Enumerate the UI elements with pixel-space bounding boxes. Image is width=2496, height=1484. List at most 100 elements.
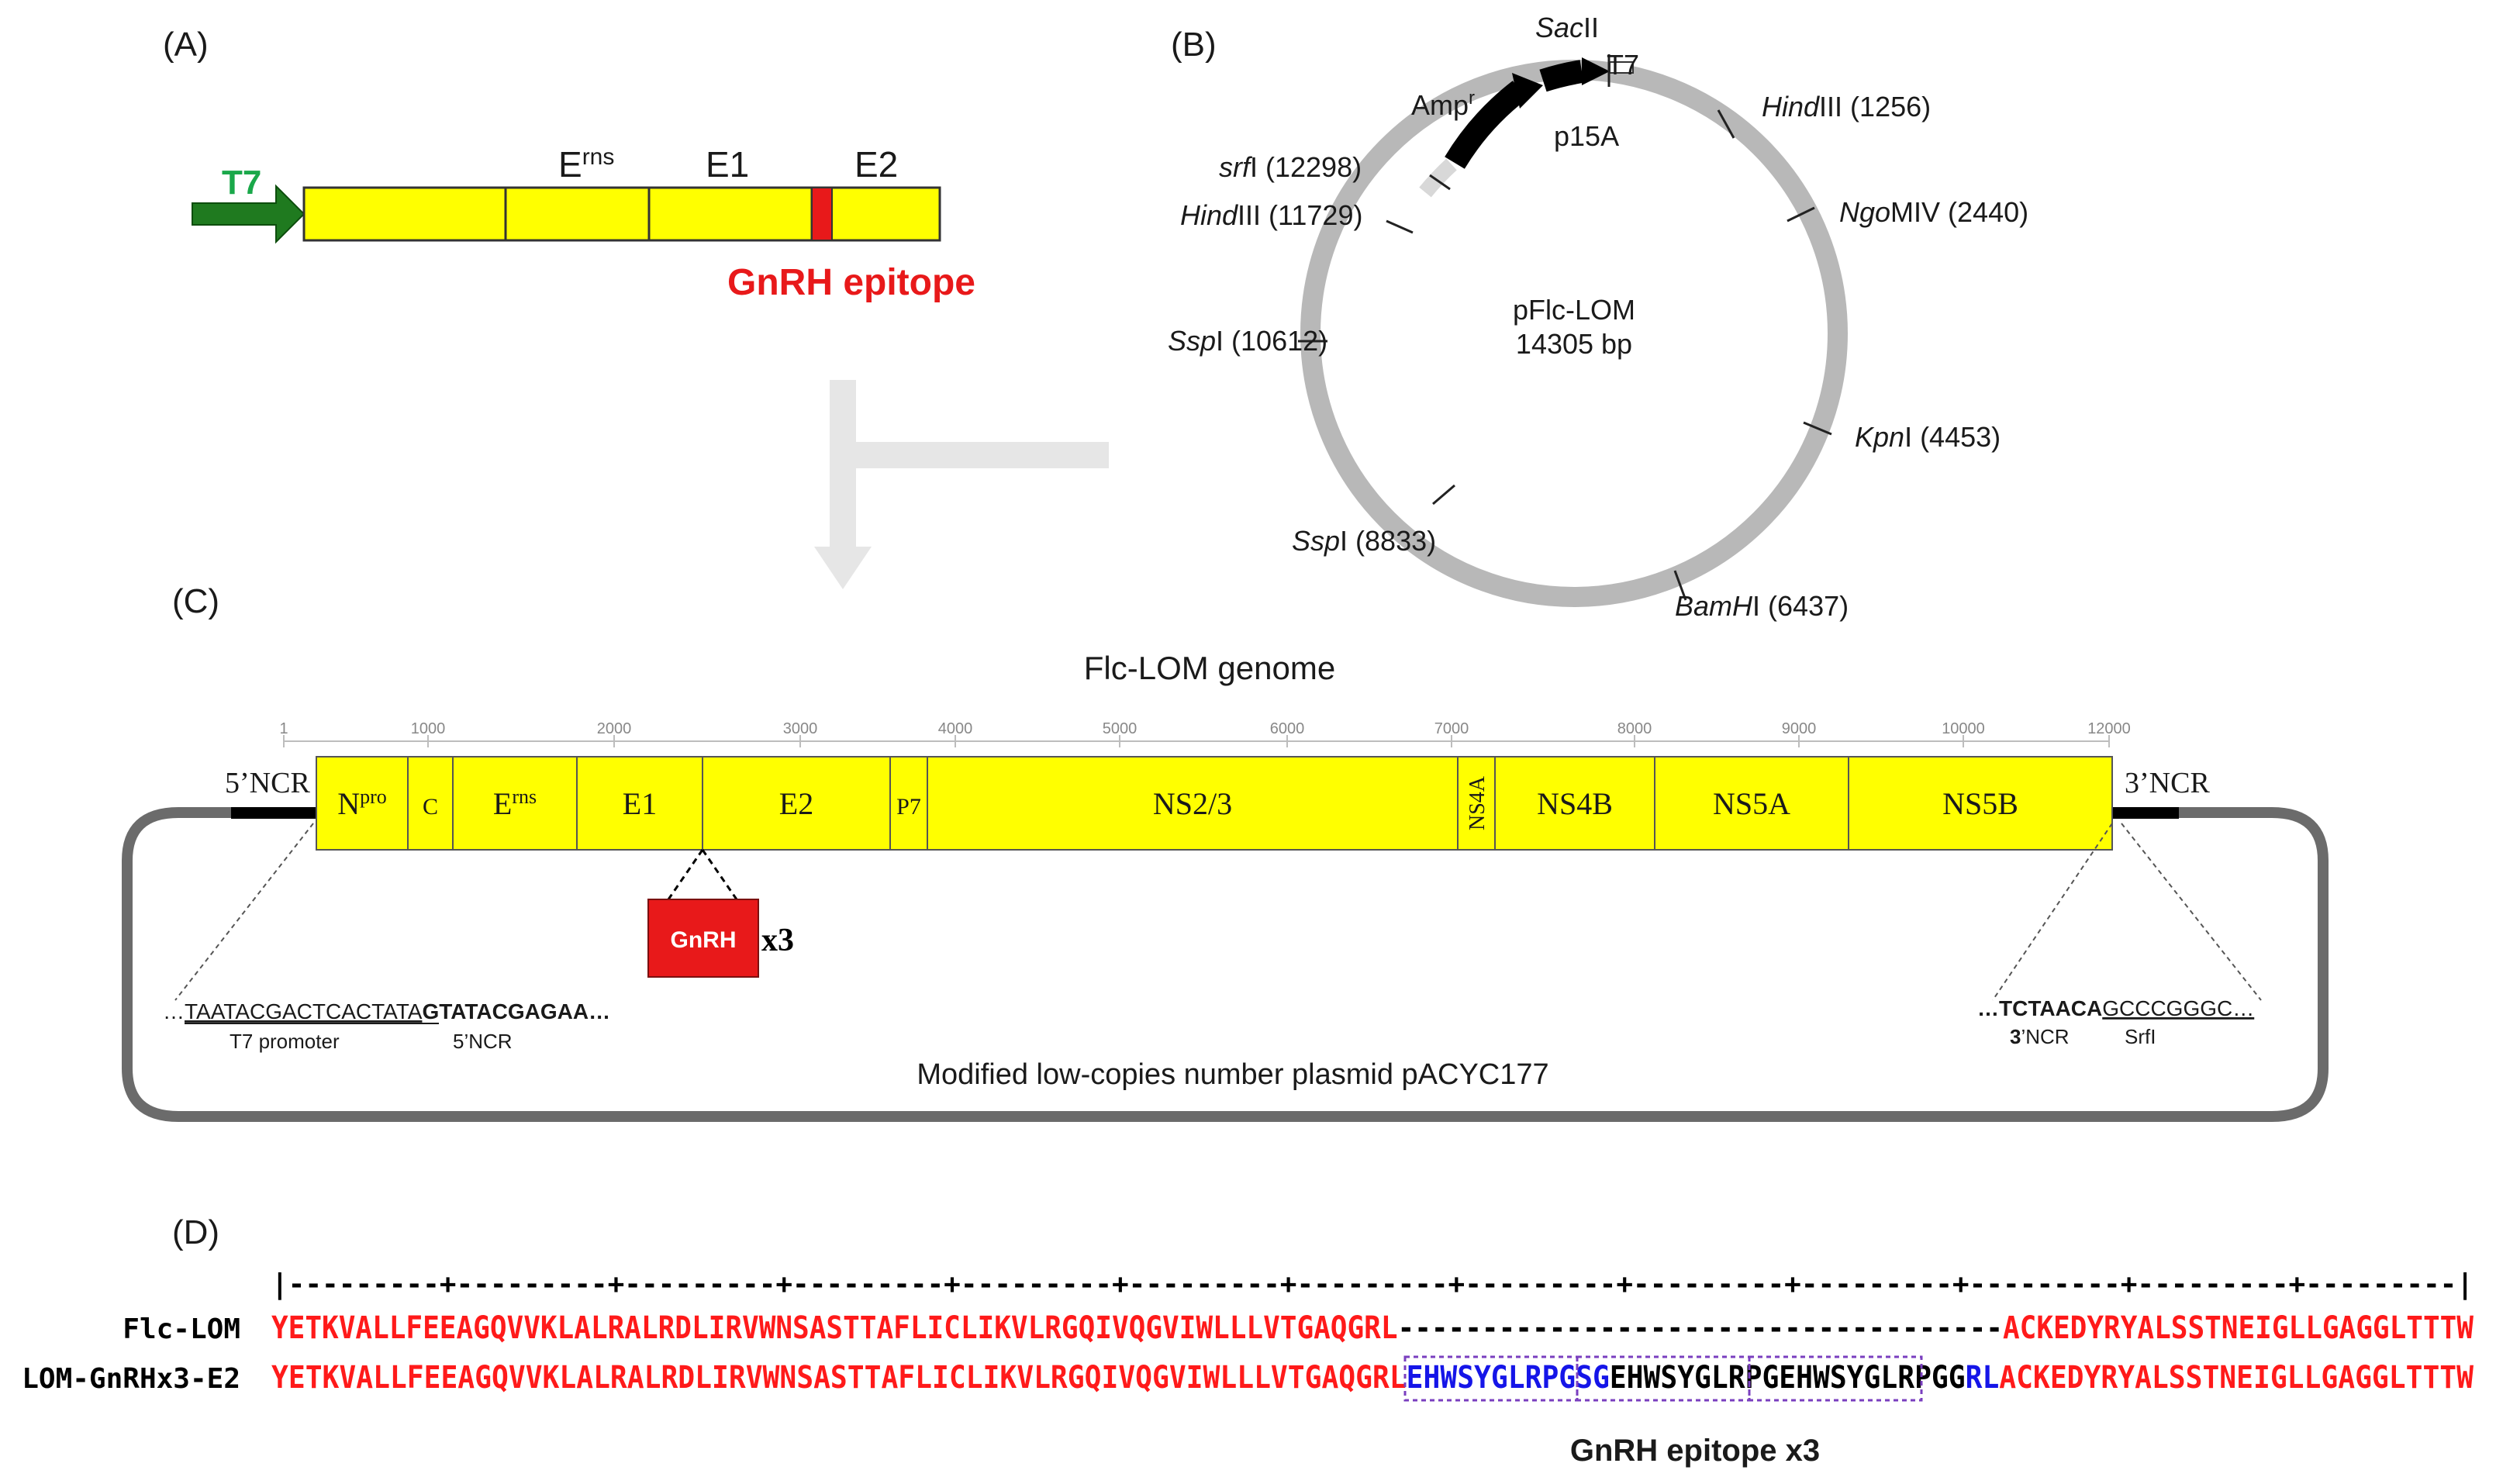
row1-name: Flc-LOM xyxy=(123,1313,240,1345)
site-label-sspi-8833: SspI (8833) xyxy=(1292,525,1436,557)
site-label-hindiii-1256: HindIII (1256) xyxy=(1762,91,1931,123)
gene-box xyxy=(889,756,928,851)
gnrh-insert-label: GnRH xyxy=(671,927,737,953)
gene-box xyxy=(316,756,409,851)
plasmid-size: 14305 bp xyxy=(1516,328,1632,360)
ruler-tick-label: 1000 xyxy=(411,720,446,737)
gene-label: E1 xyxy=(623,786,657,821)
ruler-tick-label: 6000 xyxy=(1270,720,1305,737)
segment-erns xyxy=(504,186,651,242)
backbone-plasmid-label: Modified low-copies number plasmid pACYC… xyxy=(917,1058,1548,1091)
ruler-tick-label: 10000 xyxy=(1942,720,1985,737)
amp-resistance-gene-icon xyxy=(1445,81,1528,169)
gene-box xyxy=(452,756,578,851)
site-label-hindiii-11729: HindIII (11729) xyxy=(1180,199,1362,231)
segment-npro-c xyxy=(302,186,507,242)
seq3-connector-left xyxy=(1992,823,2113,1001)
gnrh-repeat-box-2 xyxy=(1576,1355,1751,1402)
seq5-ncr-label: 5’NCR xyxy=(453,1030,513,1053)
site-label-bamhi: BamHI (6437) xyxy=(1675,590,1849,622)
site-tick-hindiii-1256 xyxy=(1717,109,1735,139)
gnrh-repeat-box-1 xyxy=(1403,1355,1579,1402)
alignment-ruler: |---------+---------+---------+---------… xyxy=(271,1268,2474,1300)
gene-box xyxy=(1848,756,2113,851)
seq3-srf-label: SrfI xyxy=(2125,1025,2156,1048)
ncr5-bar xyxy=(231,807,316,819)
segment-e1 xyxy=(647,186,813,242)
seq3-ncr-label: 3’NCR xyxy=(2010,1025,2070,1048)
site-label-ngomiv: NgoMIV (2440) xyxy=(1839,196,2028,228)
ncr5-label: 5’NCR xyxy=(225,767,310,799)
seq3-connector-right xyxy=(2121,823,2262,1001)
p15a-label: p15A xyxy=(1554,120,1619,152)
row2-name: LOM-GnRHx3-E2 xyxy=(22,1363,240,1395)
site-label-srfi: srfI (12298) xyxy=(1219,151,1362,183)
gene-label: NS2/3 xyxy=(1153,786,1232,821)
gene-box xyxy=(576,756,703,851)
segment-e1-label: E1 xyxy=(706,144,749,185)
gene-label: NS5A xyxy=(1713,786,1790,821)
gene-label: Erns xyxy=(493,785,537,821)
gene-label: C xyxy=(423,794,438,820)
ruler-tick-label: 7000 xyxy=(1434,720,1469,737)
gene-label: Npro xyxy=(337,785,387,821)
site-tick-hindiii-11729 xyxy=(1386,219,1414,234)
ruler-tick-label: 9000 xyxy=(1782,720,1817,737)
ruler-tick-label: 12000 xyxy=(2087,720,2131,737)
gene-label: NS4B xyxy=(1537,786,1613,821)
seq3-sequence: …TCTAACAGCCCGGGC… xyxy=(1977,996,2254,1020)
gene-label: P7 xyxy=(896,794,921,820)
ruler-tick-label: 2000 xyxy=(597,720,632,737)
panel-c-label: (C) xyxy=(172,582,219,620)
ruler-tick-label: 1 xyxy=(279,720,288,737)
t7-promoter-arrow-icon xyxy=(192,184,306,244)
site-label-sacii: SacII xyxy=(1535,12,1599,43)
gene-label: E2 xyxy=(779,786,813,821)
gnrh-insert-multiplier: x3 xyxy=(761,923,794,958)
plasmid-light-arc xyxy=(1419,158,1457,198)
t7-label: T7 xyxy=(1607,49,1639,81)
site-tick-sspi-8833 xyxy=(1432,484,1455,506)
panel-b-label: (B) xyxy=(1171,26,1217,64)
row1-sequence: YETKVALLFEEAGQVVKLALRALRDLIRVWNSASTTAFLI… xyxy=(271,1310,2474,1346)
ruler-tick-label: 5000 xyxy=(1103,720,1138,737)
gene-label: NS5B xyxy=(1942,786,2018,821)
site-tick-bamhi xyxy=(1673,570,1687,601)
gene-box xyxy=(1494,756,1655,851)
panel-a: (A) T7 Erns E1 E2 GnRH epitope xyxy=(163,26,975,303)
plasmid-backbone-loop xyxy=(122,807,2329,1122)
seq5-connector xyxy=(174,823,314,1001)
segment-e2-label: E2 xyxy=(854,144,898,185)
site-label-kpni: KpnI (4453) xyxy=(1855,421,2001,453)
amp-label: Ampr xyxy=(1411,88,1475,121)
genome-title: Flc-LOM genome xyxy=(1084,650,1335,686)
ncr3-bar xyxy=(2112,807,2179,819)
amp-arrowhead-icon xyxy=(1512,73,1543,109)
p15a-origin-icon xyxy=(1539,60,1584,92)
gnrh-repeat-box-3 xyxy=(1748,1355,1923,1402)
ruler-tick-label: 3000 xyxy=(783,720,818,737)
plasmid-name: pFlc-LOM xyxy=(1513,294,1635,326)
panel-a-label: (A) xyxy=(163,26,209,64)
gnrh-epitope-marker xyxy=(811,187,833,241)
alignment-background xyxy=(109,1262,2481,1417)
ruler-tick-label: 8000 xyxy=(1617,720,1652,737)
site-tick-ngomiv xyxy=(1787,206,1815,223)
ncr3-label: 3’NCR xyxy=(2125,767,2210,799)
gene-box xyxy=(927,756,1459,851)
gnrh-insert-box xyxy=(647,899,759,978)
seq5-t7-label: T7 promoter xyxy=(230,1030,340,1053)
gene-box xyxy=(702,756,891,851)
panel-d-label: (D) xyxy=(172,1213,219,1251)
flow-arrow xyxy=(814,380,1109,589)
panel-d: (D) |---------+---------+---------+-----… xyxy=(22,1213,2481,1468)
p15a-arrowhead-icon xyxy=(1582,57,1610,85)
segment-erns-label: Erns xyxy=(558,144,614,185)
panel-b: (B) pFlc-LOM 14305 bp Ampr p15A T7 SacII… xyxy=(1168,12,2028,622)
panel-c-background xyxy=(109,628,2404,1144)
gene-label: NS4A xyxy=(1465,775,1490,830)
t7-promoter-label: T7 xyxy=(222,164,261,202)
